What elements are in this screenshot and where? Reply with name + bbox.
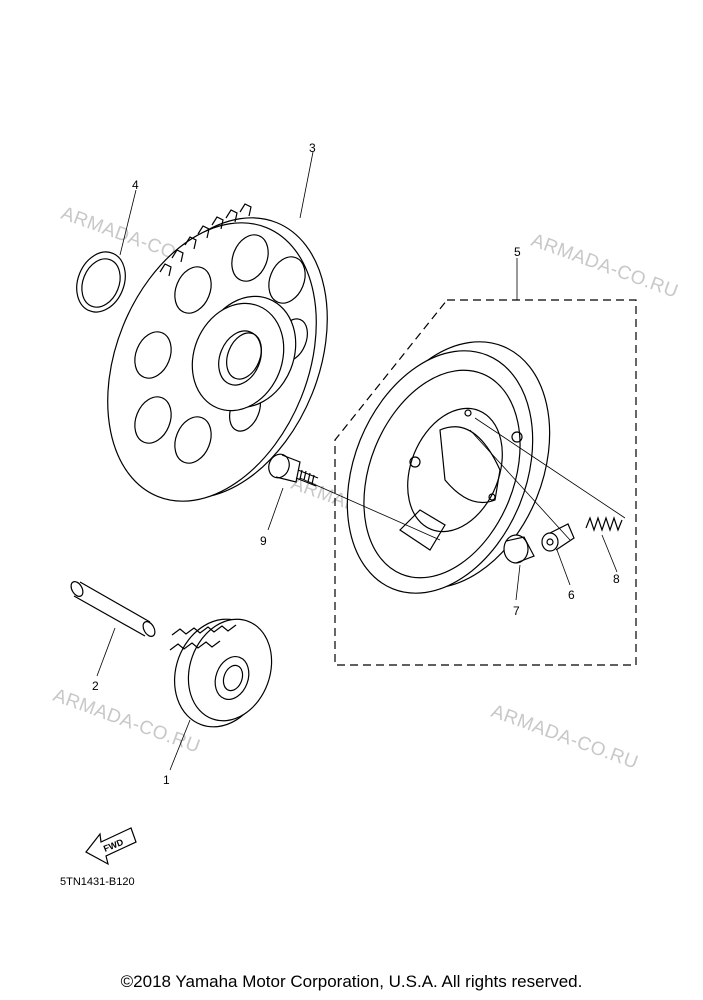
callout-3: 3 (309, 141, 316, 155)
callout-9: 9 (260, 534, 267, 548)
fwd-arrow-icon (85, 827, 137, 866)
callout-7: 7 (513, 604, 520, 618)
bolt (268, 453, 319, 487)
callout-2: 2 (92, 679, 99, 693)
callout-1: 1 (163, 773, 170, 787)
watermark-2: ARMADA-CO.RU (528, 230, 681, 303)
watermark-5: ARMADA-CO.RU (488, 701, 641, 774)
spring (585, 516, 623, 532)
copyright-notice: ©2018 Yamaha Motor Corporation, U.S.A. A… (120, 972, 583, 991)
roller (503, 534, 535, 564)
starter-clutch-assembly (346, 341, 551, 594)
assembly-boundary (334, 299, 637, 666)
callout-6: 6 (568, 588, 575, 602)
washer (76, 251, 126, 313)
callout-8: 8 (613, 572, 620, 586)
diagram-code: 5TN1431-B120 (60, 876, 135, 888)
idle-gear (169, 618, 273, 728)
starter-wheel-gear (107, 203, 328, 502)
callout-5: 5 (514, 245, 521, 259)
leader-lines (96, 151, 626, 771)
plunger (541, 523, 575, 552)
shaft (70, 581, 156, 637)
callout-4: 4 (132, 178, 139, 192)
